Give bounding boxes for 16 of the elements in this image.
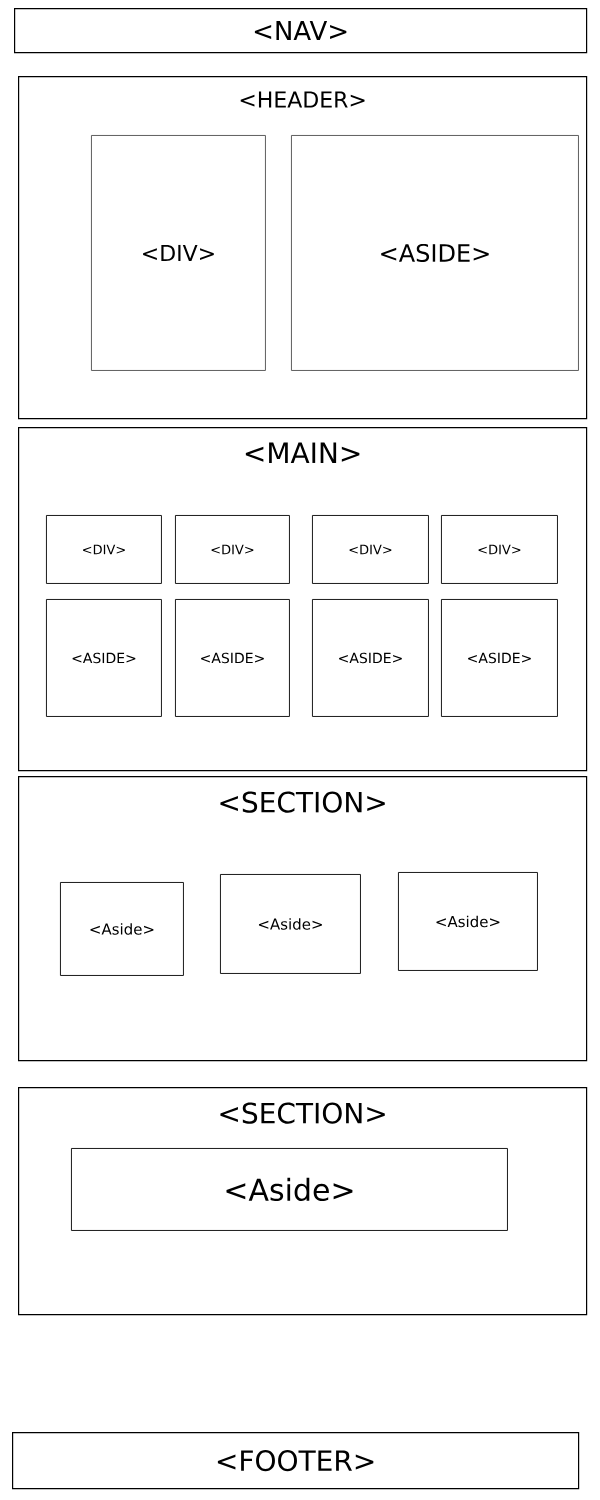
box: <DIV> [312, 515, 429, 584]
box: <DIV> [46, 515, 162, 584]
box: <FOOTER> [12, 1432, 580, 1490]
box: <ASIDE> [441, 599, 558, 717]
box: <ASIDE> [175, 599, 290, 717]
box: <NAV> [14, 8, 588, 54]
box: <Aside> [71, 1148, 508, 1231]
box: <ASIDE> [291, 135, 579, 371]
box: <Aside> [398, 872, 538, 971]
box: <DIV> [175, 515, 290, 584]
box: <ASIDE> [46, 599, 162, 717]
box: <ASIDE> [312, 599, 429, 717]
box: <DIV> [91, 135, 266, 371]
box: <DIV> [441, 515, 558, 584]
box: <Aside> [220, 874, 361, 974]
box: <Aside> [60, 882, 184, 976]
